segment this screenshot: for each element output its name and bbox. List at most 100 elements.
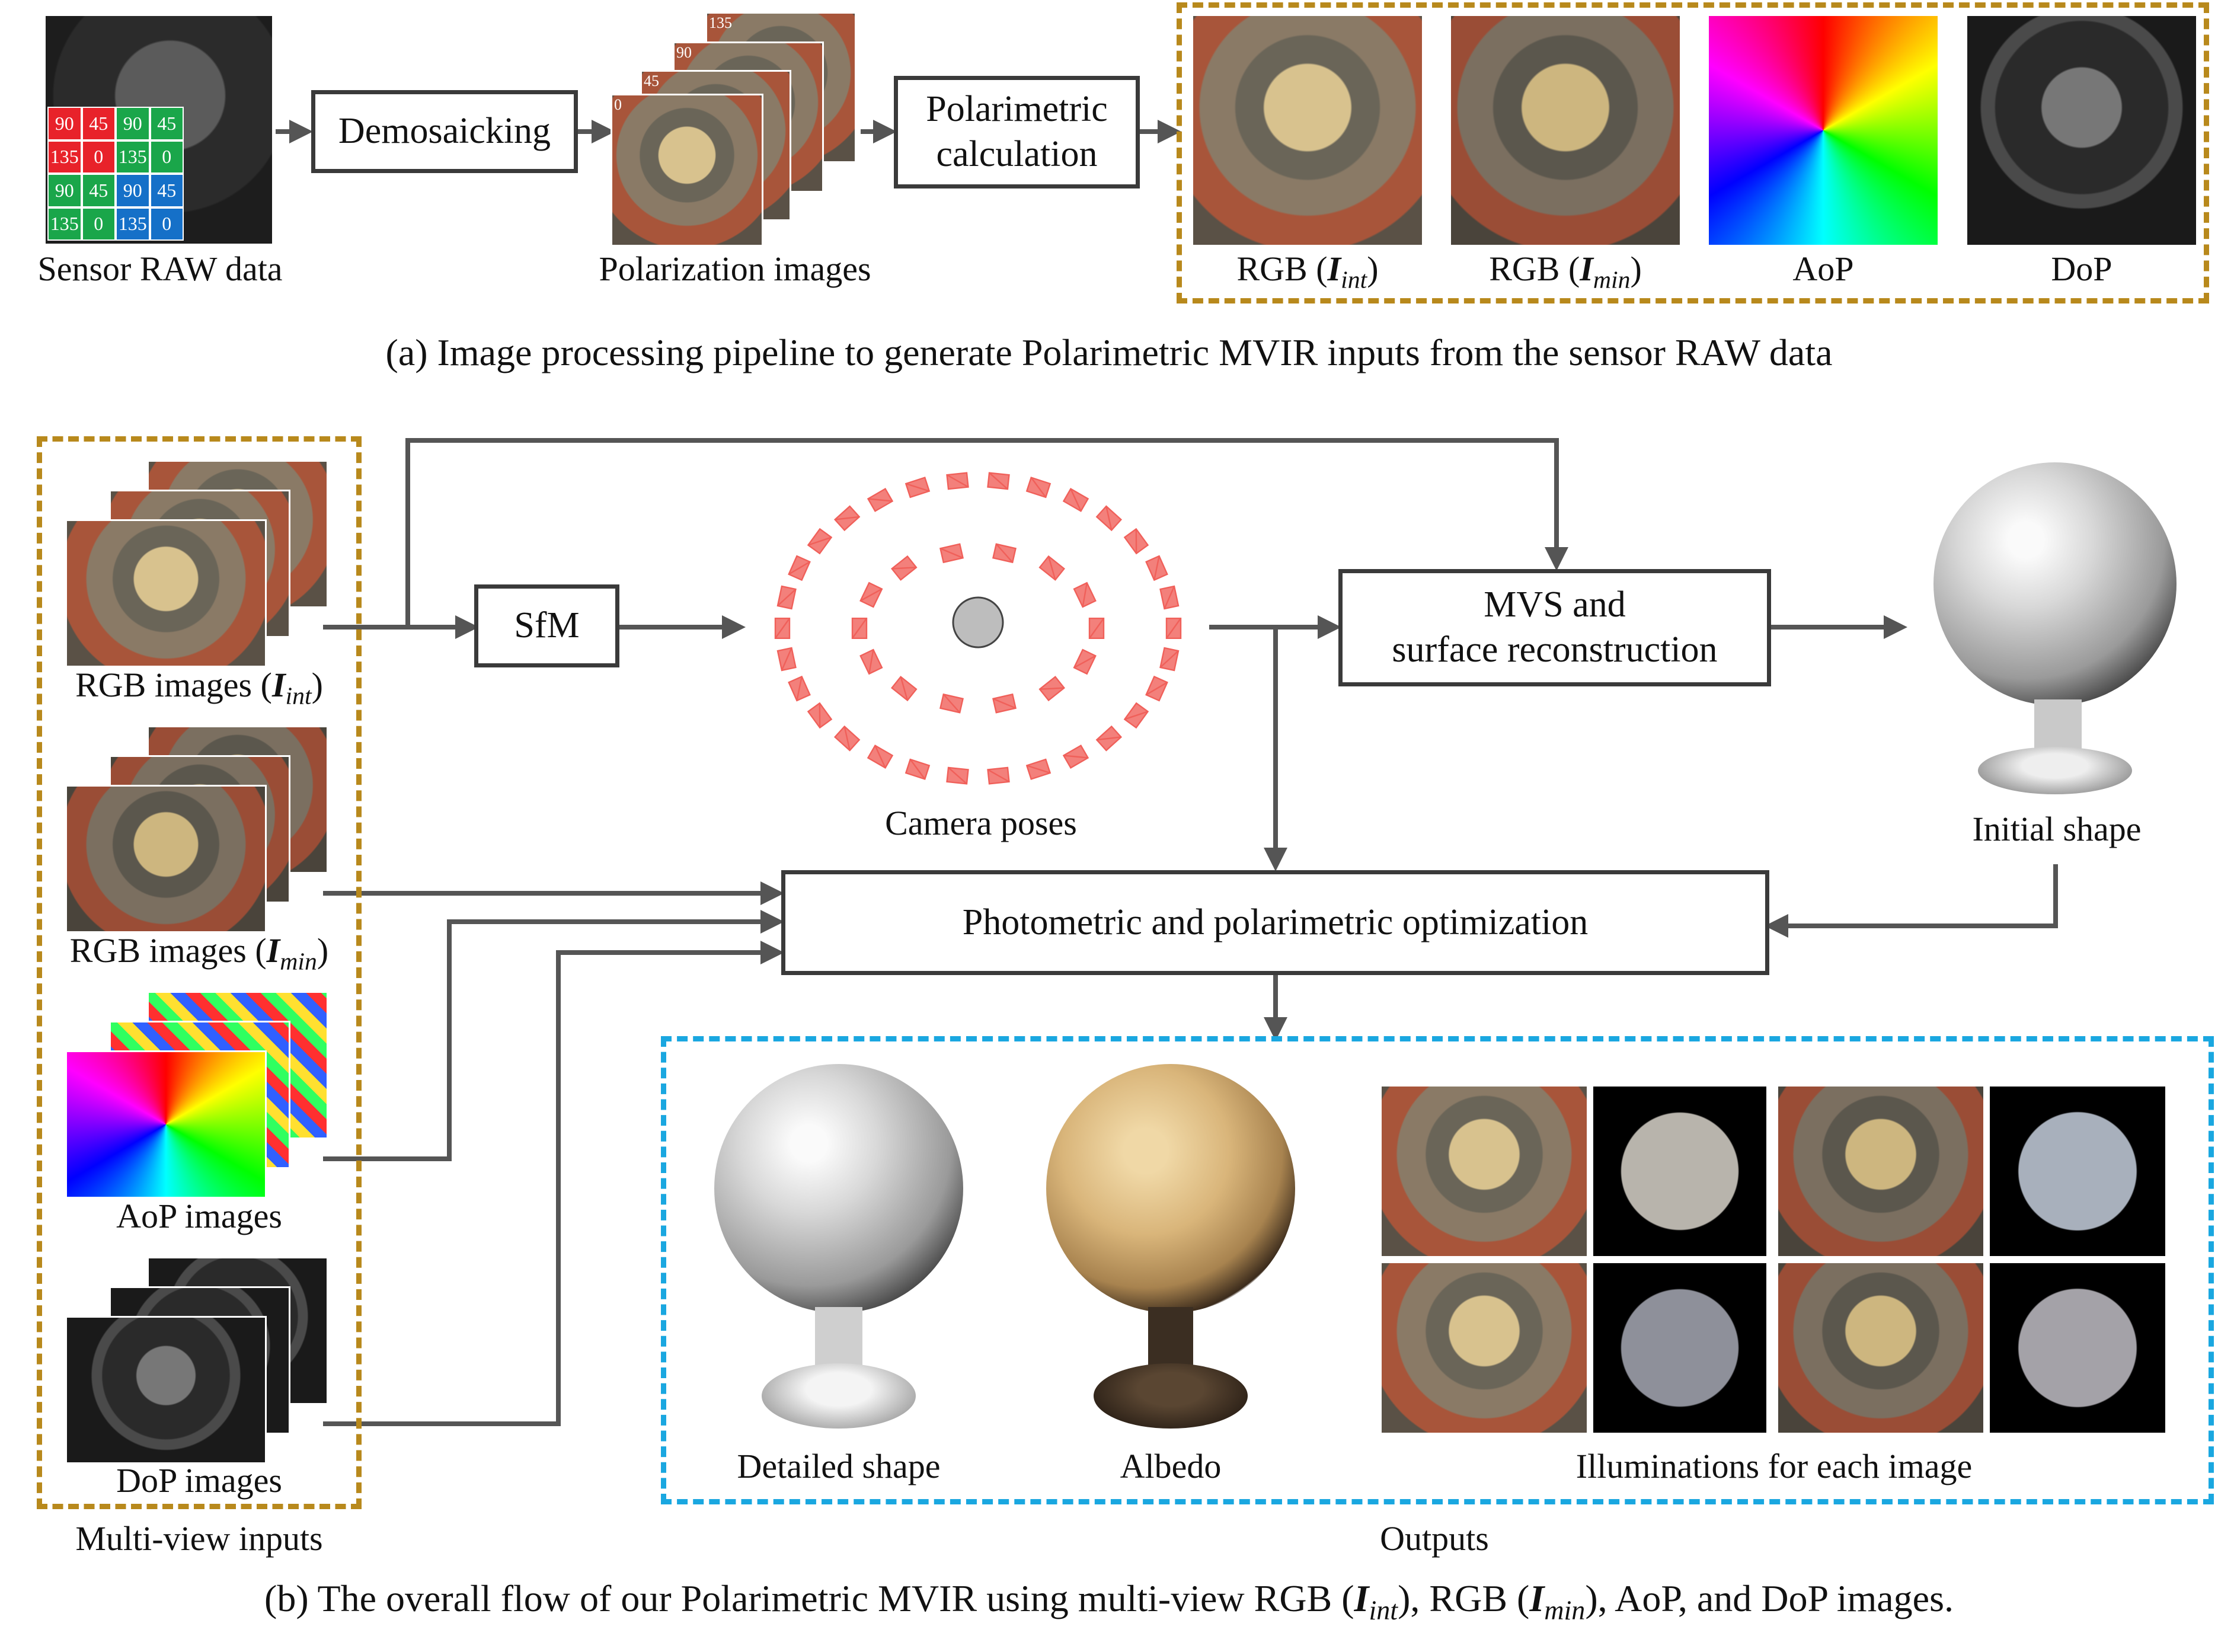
raw-grid-cell: 90 (47, 107, 82, 140)
camera-frustum (833, 725, 861, 752)
aop-image (1707, 14, 1939, 247)
camera-frustum (905, 477, 931, 499)
raw-grid-cell: 0 (81, 140, 116, 174)
polarization-image-0 (611, 94, 763, 247)
polarimetric-calc-line2: calculation (936, 134, 1098, 174)
illum-photo-2 (1776, 1085, 1985, 1258)
camera-frustum (1145, 675, 1168, 702)
mvs-box: MVS and surface reconstruction (1338, 569, 1771, 686)
rgb-int-images-label: RGB images (Iint) (75, 666, 323, 710)
raw-grid-cell: 0 (149, 207, 184, 241)
polarization-images-label: Polarization images (599, 250, 871, 288)
mvs-line2: surface reconstruction (1392, 630, 1718, 670)
output-label-dop: DoP (2051, 250, 2112, 288)
sfm-label: SfM (514, 605, 580, 646)
raw-grid-cell: 90 (116, 174, 150, 207)
camera-frustum (992, 693, 1017, 714)
camera-frustum (987, 766, 1010, 785)
initial-shape-label: Initial shape (1972, 810, 2142, 848)
detailed-shape-label: Detailed shape (737, 1447, 941, 1485)
camera-frustum (1145, 555, 1168, 581)
camera-frustum (939, 543, 964, 564)
multiview-inputs-label: Multi-view inputs (75, 1519, 323, 1558)
camera-frustum (776, 647, 797, 672)
camera-poses-label: Camera poses (885, 804, 1077, 842)
demosaicking-box: Demosaicking (311, 90, 578, 173)
camera-frustum (1159, 585, 1180, 610)
camera-frustum (1038, 676, 1066, 702)
camera-frustum (890, 555, 918, 581)
initial-shape-render (1933, 462, 2177, 806)
camera-frustum (776, 585, 797, 610)
camera-frustum (890, 676, 918, 702)
camera-frustum (1088, 617, 1105, 640)
raw-grid-cell: 0 (81, 207, 116, 241)
raw-grid-cell: 45 (149, 107, 184, 140)
caption-b: (b) The overall flow of our Polarimetric… (264, 1577, 1954, 1625)
illum-photo-3 (1380, 1261, 1589, 1434)
camera-frustum (939, 693, 964, 714)
raw-grid-cell: 135 (47, 207, 82, 241)
illum-env-1 (1591, 1085, 1768, 1258)
raw-grid-cell: 90 (116, 107, 150, 140)
camera-frustum (1159, 647, 1180, 672)
mvs-line1: MVS and (1484, 584, 1626, 625)
polarimetric-calculation-box: Polarimetric calculation (894, 76, 1140, 188)
camera-frustum (807, 528, 833, 555)
output-label-aop: AoP (1792, 250, 1854, 288)
camera-frustum (1038, 555, 1066, 581)
multiview-inputs-frame (37, 436, 362, 1509)
output-label-rgb-min: RGB (Imin) (1489, 250, 1642, 294)
angle-label-0: 0 (614, 96, 622, 113)
outputs-label: Outputs (1380, 1519, 1489, 1558)
arrow-aop-to-opt (323, 910, 784, 1161)
illum-photo-4 (1776, 1261, 1985, 1434)
optimization-label: Photometric and polarimetric optimizatio… (962, 902, 1589, 942)
raw-grid-cell: 0 (149, 140, 184, 174)
camera-frustum (946, 472, 969, 490)
detailed-shape-render (714, 1064, 963, 1443)
camera-frustum (851, 617, 868, 640)
camera-frustum (992, 543, 1017, 564)
rgb-min-image (1449, 14, 1682, 247)
camera-frustum (1062, 488, 1089, 512)
camera-frustum (1095, 725, 1123, 752)
camera-frustum (788, 555, 811, 581)
camera-frustum (1025, 477, 1052, 499)
camera-frustum (1123, 528, 1149, 555)
raw-grid-cell: 135 (116, 207, 150, 241)
rgb-int-image (1191, 14, 1424, 247)
output-label-rgb-int: RGB (Iint) (1236, 250, 1379, 294)
arrow-shape-to-opt (1765, 864, 2058, 938)
raw-grid-cell: 45 (81, 107, 116, 140)
camera-frustum (867, 488, 894, 512)
camera-frustum (833, 505, 861, 532)
rgb-min-images-label: RGB images (Imin) (69, 931, 329, 976)
aop-view-1 (65, 1050, 267, 1199)
camera-frustum (946, 766, 969, 785)
camera-frustum (788, 675, 811, 702)
outputs-frame (661, 1036, 2214, 1504)
camera-poses-diagram (774, 472, 1182, 785)
illum-photo-1 (1380, 1085, 1589, 1258)
angle-label-135: 135 (709, 14, 732, 31)
dop-images-label: DoP images (116, 1461, 282, 1500)
camera-frustum (987, 472, 1010, 490)
camera-frustum (1095, 505, 1123, 532)
camera-frustum (1062, 744, 1089, 769)
illum-env-3 (1591, 1261, 1768, 1434)
arrow-dop-to-opt (323, 941, 784, 1426)
sfm-box: SfM (474, 584, 619, 667)
camera-frustum (867, 744, 894, 769)
scene-point-cloud (952, 596, 1004, 648)
albedo-label: Albedo (1120, 1447, 1222, 1485)
camera-frustum (1073, 581, 1097, 608)
part-a-outputs-frame (1177, 2, 2209, 303)
raw-grid-cell: 135 (116, 140, 150, 174)
sensor-raw-label: Sensor RAW data (37, 250, 283, 288)
camera-frustum (807, 702, 833, 729)
angle-label-45: 45 (644, 72, 659, 90)
raw-grid-cell: 45 (149, 174, 184, 207)
